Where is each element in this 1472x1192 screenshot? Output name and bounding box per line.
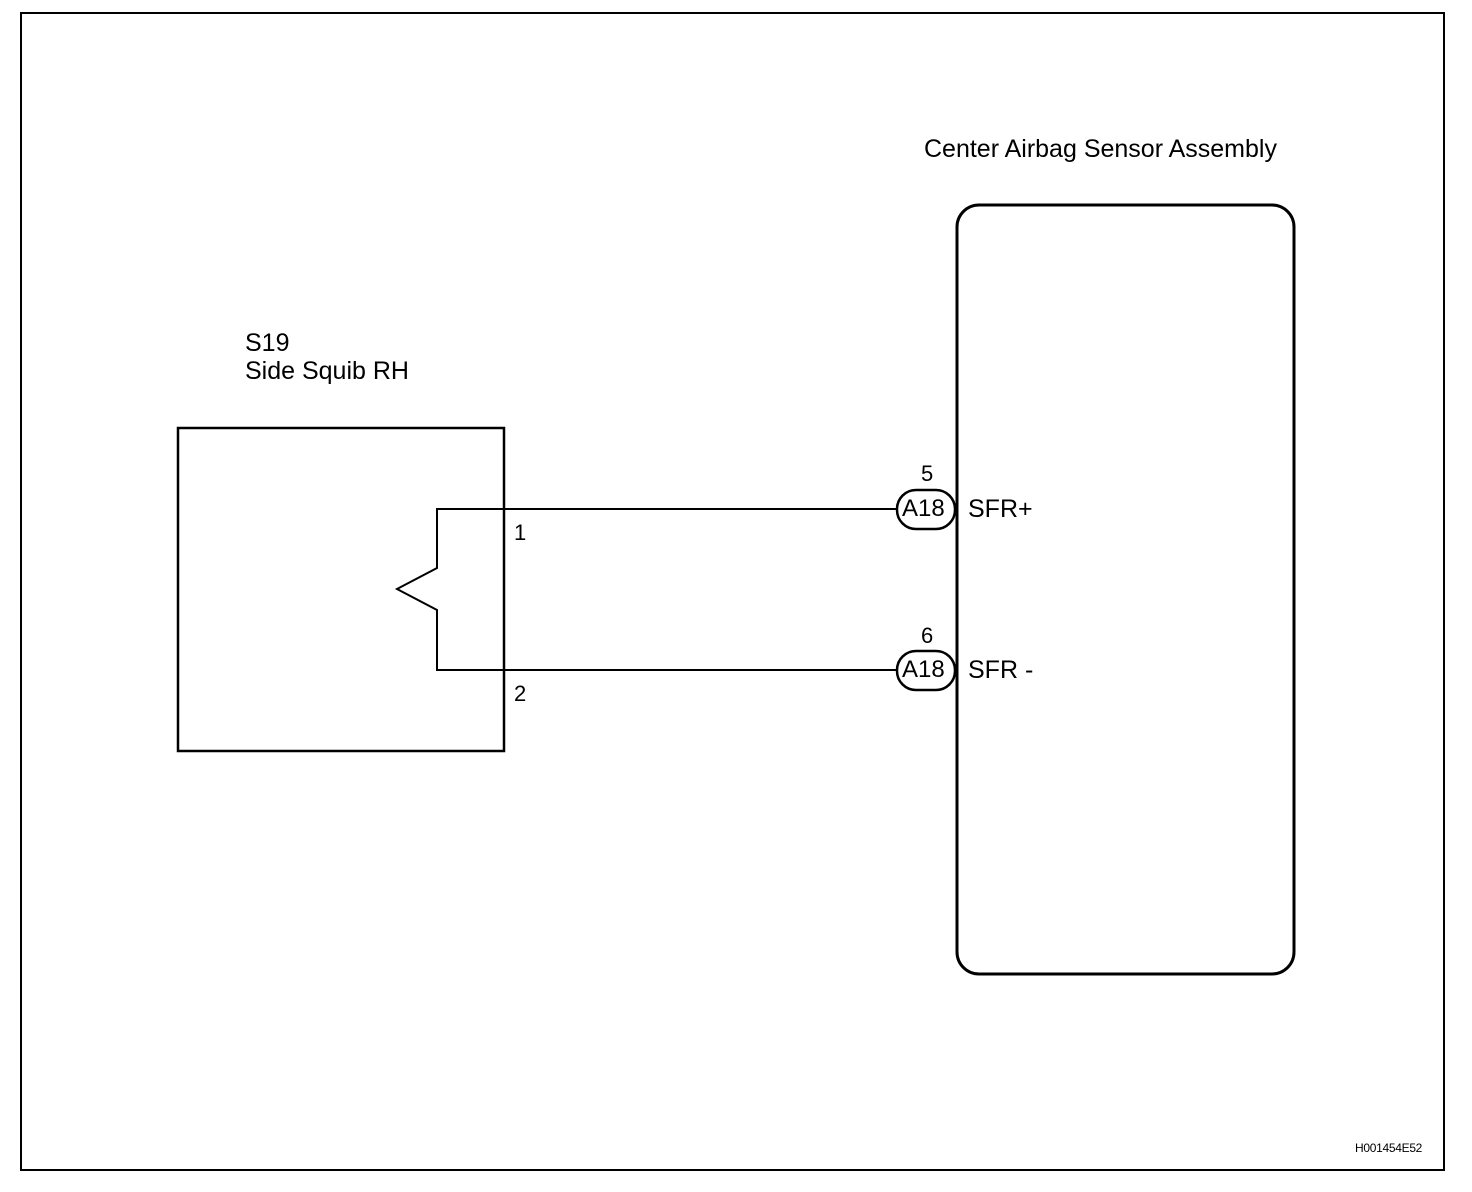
terminal-pin-5: 5 [921, 461, 934, 486]
squib-code: S19 [245, 329, 290, 357]
signal-label-sfr-plus: SFR+ [968, 495, 1033, 523]
sensor-assembly-box [955, 203, 1296, 976]
squib-name: Side Squib RH [245, 357, 409, 385]
connector-pill-5 [895, 488, 957, 531]
connector-label-5: A18 [902, 495, 945, 522]
terminal-pin-6: 6 [921, 623, 934, 648]
signal-label-sfr-minus: SFR - [968, 656, 1034, 684]
sensor-assembly-title: Center Airbag Sensor Assembly [924, 135, 1277, 163]
diagram-frame [20, 12, 1445, 1171]
squib-pin-1: 1 [514, 520, 527, 545]
figure-code: H001454E52 [1355, 1141, 1423, 1155]
connector-pill-6 [895, 649, 957, 692]
squib-pin-2: 2 [514, 681, 527, 706]
squib-box [176, 426, 506, 753]
connector-label-6: A18 [902, 656, 945, 683]
squib-element [394, 508, 898, 671]
